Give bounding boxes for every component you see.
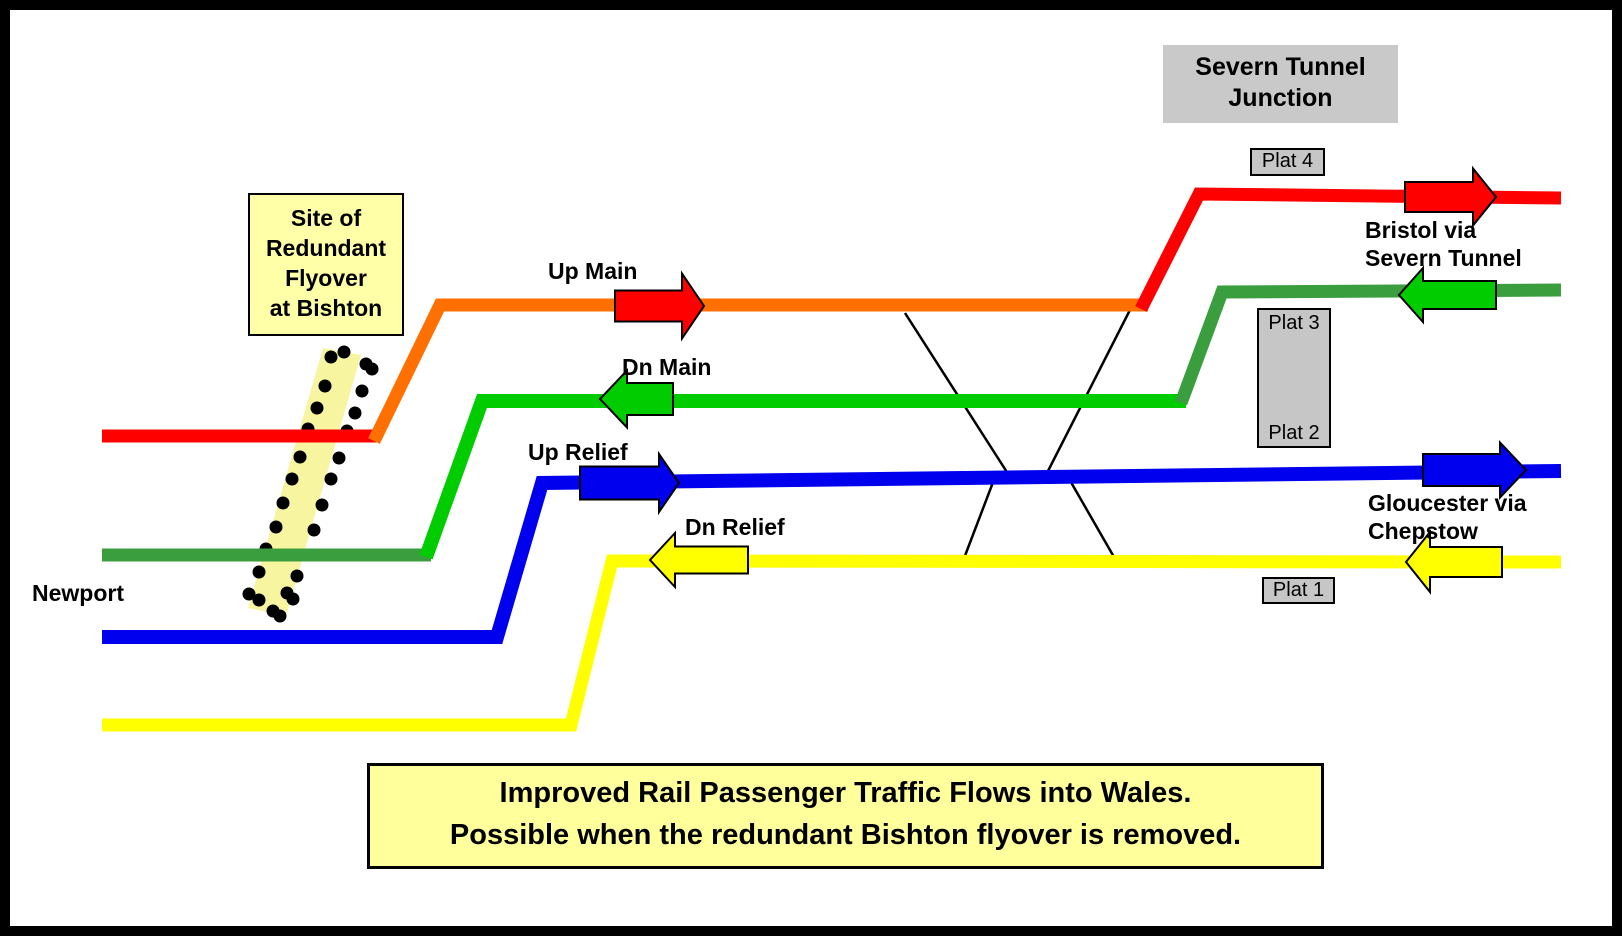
destination-gloucester-label: Gloucester via Chepstow: [1368, 490, 1527, 544]
station-name-box: Severn Tunnel Junction: [1163, 45, 1398, 123]
flyover-dot: [276, 496, 290, 510]
flyover-dot: [348, 406, 362, 420]
flow-arrow-dn-relief: [648, 530, 749, 590]
flyover-dot: [290, 569, 304, 583]
flyover-dot: [318, 379, 332, 393]
flyover-dot: [315, 498, 329, 512]
flow-arrow-up-relief: [579, 450, 681, 516]
flow-arrow-gloucester-blue: [1422, 439, 1528, 501]
track-label-up-main: Up Main: [548, 258, 638, 284]
flow-arrow-dn-main: [598, 367, 674, 431]
track-label-dn-relief: Dn Relief: [685, 514, 785, 540]
flyover-dot: [269, 520, 283, 534]
flyover-dot: [324, 472, 338, 486]
flyover-dot: [307, 523, 321, 537]
crossover-track: [961, 476, 997, 562]
flyover-strip: [248, 348, 361, 616]
flyover-dot: [310, 401, 324, 415]
flow-arrow-chepstow-yellow: [1404, 529, 1503, 595]
track-dn-relief-yellow: [102, 554, 1562, 732]
track-up-relief-blue: [102, 464, 1562, 644]
flyover-site-note: Site of Redundant Flyover at Bishton: [248, 193, 404, 336]
platform-4-label: Plat 4: [1250, 148, 1325, 176]
flow-arrow-bristol-red: [1404, 165, 1498, 229]
flyover-dot: [252, 565, 266, 579]
platform-1-label: Plat 1: [1262, 577, 1335, 604]
flyover-dot: [324, 350, 338, 364]
track-up-main-orange: [368, 298, 1148, 444]
track-dn-main-right-dark: [1174, 283, 1562, 406]
flyover-dot: [293, 450, 307, 464]
destination-bristol-label: Bristol via Severn Tunnel: [1365, 217, 1522, 271]
diagram-title: Improved Rail Passenger Traffic Flows in…: [367, 763, 1324, 869]
flow-arrow-stj-green: [1397, 265, 1497, 325]
crossover-track: [1066, 476, 1120, 565]
flyover-dot: [252, 593, 266, 607]
flyover-dot: [286, 592, 300, 606]
flyover-dot: [242, 587, 256, 601]
track-dn-main-bright: [419, 394, 1186, 560]
flyover-dot: [273, 609, 287, 623]
platform-3-label: Plat 3: [1268, 312, 1320, 334]
flyover-dot: [332, 451, 346, 465]
platform-2-label: Plat 2: [1268, 422, 1320, 444]
flow-arrow-up-main: [614, 270, 706, 342]
flyover-dot: [337, 345, 351, 359]
city-newport-label: Newport: [32, 580, 124, 606]
flyover-dot: [355, 384, 369, 398]
flyover-dot: [285, 472, 299, 486]
crossover-track: [1046, 303, 1135, 472]
flyover-dot: [365, 362, 379, 376]
track-label-dn-main: Dn Main: [622, 354, 712, 380]
platform-3-2-box: Plat 3 Plat 2: [1257, 308, 1331, 448]
track-label-up-relief: Up Relief: [528, 439, 628, 465]
